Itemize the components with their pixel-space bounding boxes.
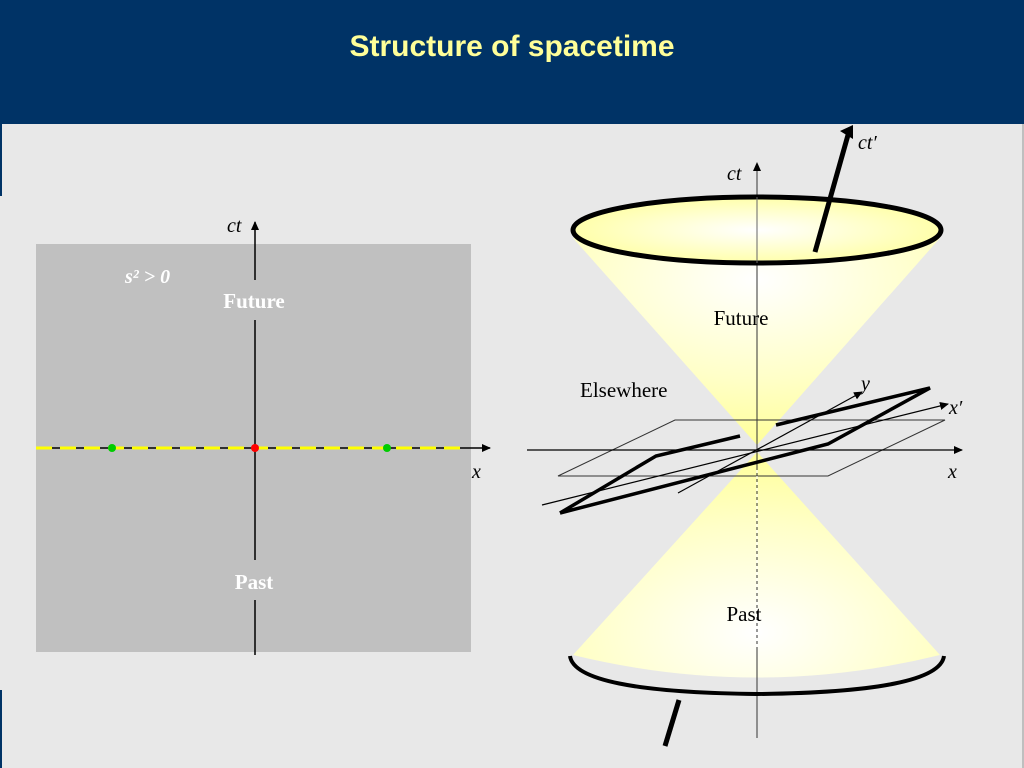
event-right-dot (383, 444, 391, 452)
right-ct-prime-axis (812, 134, 851, 253)
left-future-gap (240, 280, 270, 320)
left-edge-accent-bottom (0, 690, 2, 768)
xy-plane (557, 419, 946, 477)
left-edge-accent (0, 124, 2, 196)
event-origin-dot (251, 444, 259, 452)
right-past-label: Past (726, 602, 761, 626)
past-cone-rim (568, 655, 946, 697)
right-diagram: ct′ ct Future Elsewhere y x′ x Past (527, 125, 963, 747)
elsewhere-label: Elsewhere (580, 378, 667, 402)
tilted-simultaneity-plane (559, 386, 931, 515)
interval-label: s² > 0 (124, 266, 170, 288)
left-ct-label: ct (227, 215, 242, 237)
left-past-label: Past (235, 570, 274, 594)
event-left-dot (108, 444, 116, 452)
right-x-label: x (947, 461, 957, 483)
right-x-prime-label: x′ (948, 397, 963, 419)
right-ct-label: ct (727, 163, 742, 185)
right-y-label: y (859, 373, 870, 395)
header-bar (0, 0, 1024, 124)
slide-title: Structure of spacetime (349, 30, 675, 63)
left-diagram: ct x s² > 0 Future Past (36, 215, 491, 655)
right-edge (1022, 124, 1024, 768)
right-future-label: Future (714, 306, 769, 330)
left-past-gap (240, 560, 270, 600)
right-ct-prime-axis-lower (662, 699, 682, 747)
right-ct-prime-label: ct′ (858, 132, 877, 154)
left-future-label: Future (223, 289, 284, 313)
ct-prime-arrowhead (840, 125, 853, 139)
right-x-prime-axis (541, 402, 949, 506)
left-x-label: x (471, 461, 481, 483)
